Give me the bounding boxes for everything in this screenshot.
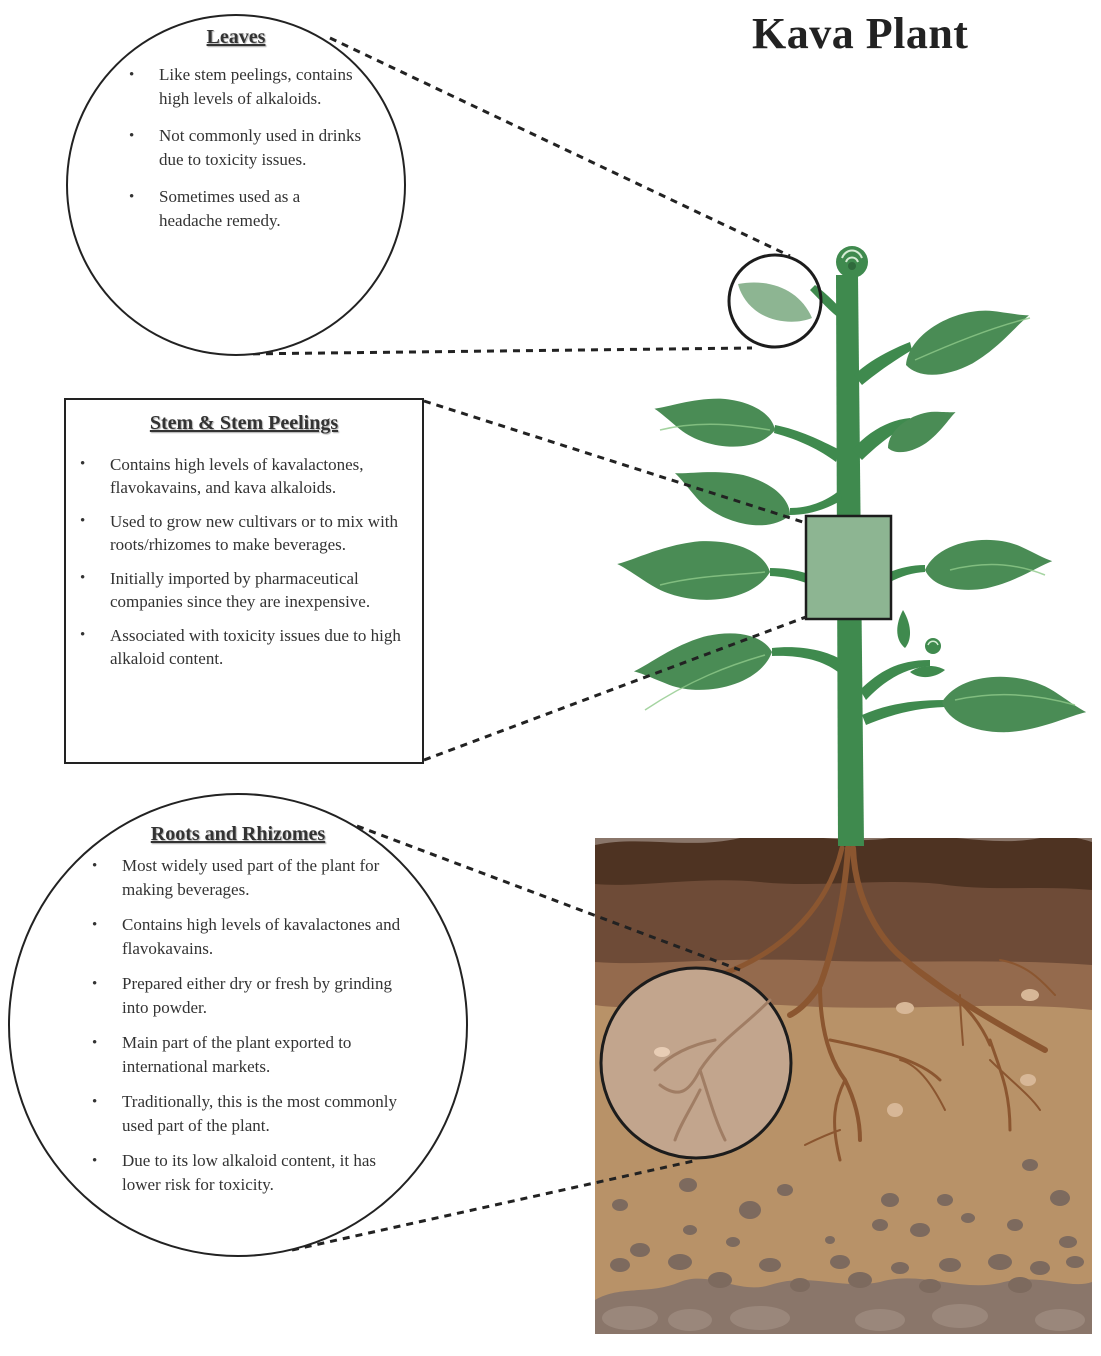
list-item: Contains high levels of kavalactones, fl… xyxy=(80,453,410,499)
list-item: Associated with toxicity issues due to h… xyxy=(80,624,410,670)
list-item: Initially imported by pharmaceutical com… xyxy=(80,567,410,613)
list-item: Traditionally, this is the most commonly… xyxy=(92,1090,402,1138)
leaves-heading: Leaves xyxy=(206,26,266,48)
list-item: Main part of the plant exported to inter… xyxy=(92,1031,402,1079)
leaves-info-panel: Leaves Like stem peelings, contains high… xyxy=(66,14,406,356)
list-item: Contains high levels of kavalactones and… xyxy=(92,913,402,961)
stem-bullet-list: Contains high levels of kavalactones, fl… xyxy=(80,453,410,670)
stem-info-panel: Stem & Stem Peelings Contains high level… xyxy=(64,398,424,764)
roots-highlight-circle xyxy=(599,966,793,1160)
list-item: Like stem peelings, contains high levels… xyxy=(129,63,364,111)
leaves-bullet-list: Like stem peelings, contains high levels… xyxy=(129,63,364,233)
roots-heading: Roots and Rhizomes xyxy=(150,823,326,845)
roots-bullet-list: Most widely used part of the plant for m… xyxy=(92,854,402,1197)
list-item: Most widely used part of the plant for m… xyxy=(92,854,402,902)
roots-info-panel: Roots and Rhizomes Most widely used part… xyxy=(8,793,468,1257)
list-item: Not commonly used in drinks due to toxic… xyxy=(129,124,364,172)
list-item: Prepared either dry or fresh by grinding… xyxy=(92,972,402,1020)
page-title: Kava Plant xyxy=(752,9,969,58)
stem-highlight xyxy=(804,514,893,621)
stem-heading: Stem & Stem Peelings xyxy=(149,412,339,434)
bud-top xyxy=(836,246,868,278)
leaf-veins xyxy=(644,317,1076,711)
soil-cross-section xyxy=(595,838,1092,1334)
list-item: Sometimes used as a headache remedy. xyxy=(129,185,364,233)
list-item: Due to its low alkaloid content, it has … xyxy=(92,1149,402,1197)
callout-lines xyxy=(239,36,807,1252)
bud-small xyxy=(897,610,945,678)
list-item: Used to grow new cultivars or to mix wit… xyxy=(80,510,410,556)
leaf-highlight xyxy=(727,253,823,349)
